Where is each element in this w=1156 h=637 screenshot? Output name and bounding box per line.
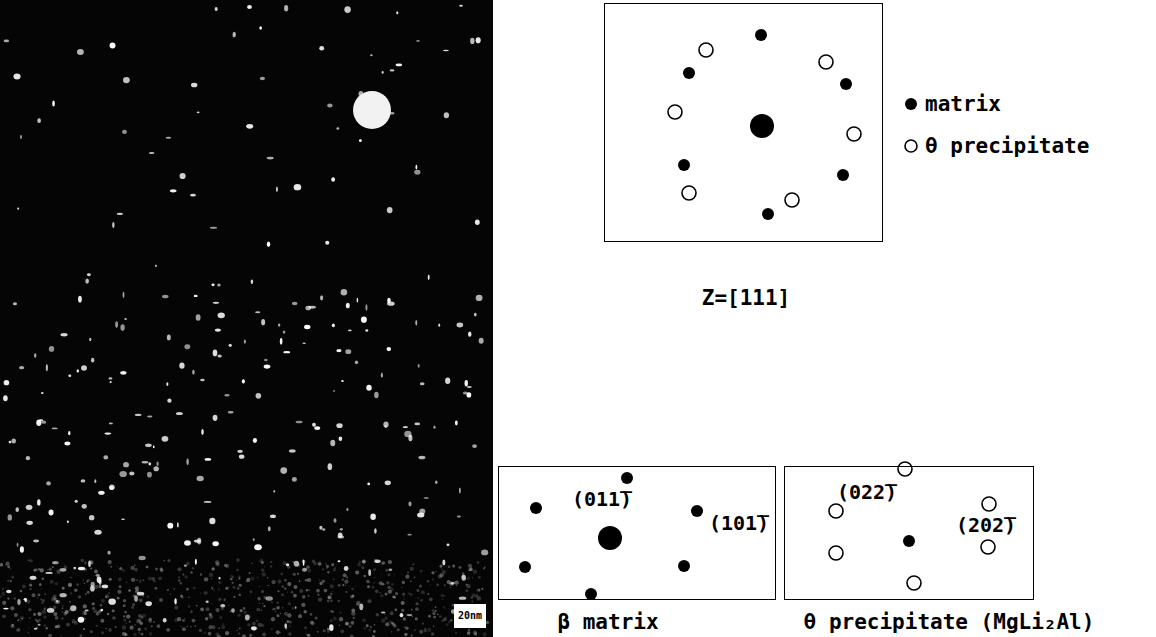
legend-text: θ precipitate: [925, 136, 1089, 157]
miller-index: (101̅): [709, 513, 769, 533]
scale-bar: 20nm: [454, 604, 486, 628]
diffraction-panel: Z=[111]: [604, 3, 883, 242]
panel-caption: θ precipitate (MgLi₂Al): [804, 612, 1095, 633]
diffraction-spots: [519, 29, 996, 600]
legend-entry: matrix: [903, 94, 1001, 115]
diffraction-panel: (022̅)(202̅)θ precipitate (MgLi₂Al): [784, 466, 1034, 600]
diffraction-panel: (011̅)(101̅)β matrix: [498, 466, 776, 600]
legend-swatch: [903, 138, 919, 154]
zone-axis-caption: Z=[111]: [702, 288, 791, 309]
tem-image: [0, 0, 493, 637]
legend-entry: θ precipitate: [903, 136, 1089, 157]
miller-index: (202̅): [956, 515, 1016, 535]
legend-swatch: [903, 96, 919, 112]
miller-index: (022̅): [837, 482, 897, 502]
panel-caption: β matrix: [557, 612, 658, 633]
legend-text: matrix: [925, 94, 1001, 115]
miller-index: (011̅): [572, 489, 632, 509]
